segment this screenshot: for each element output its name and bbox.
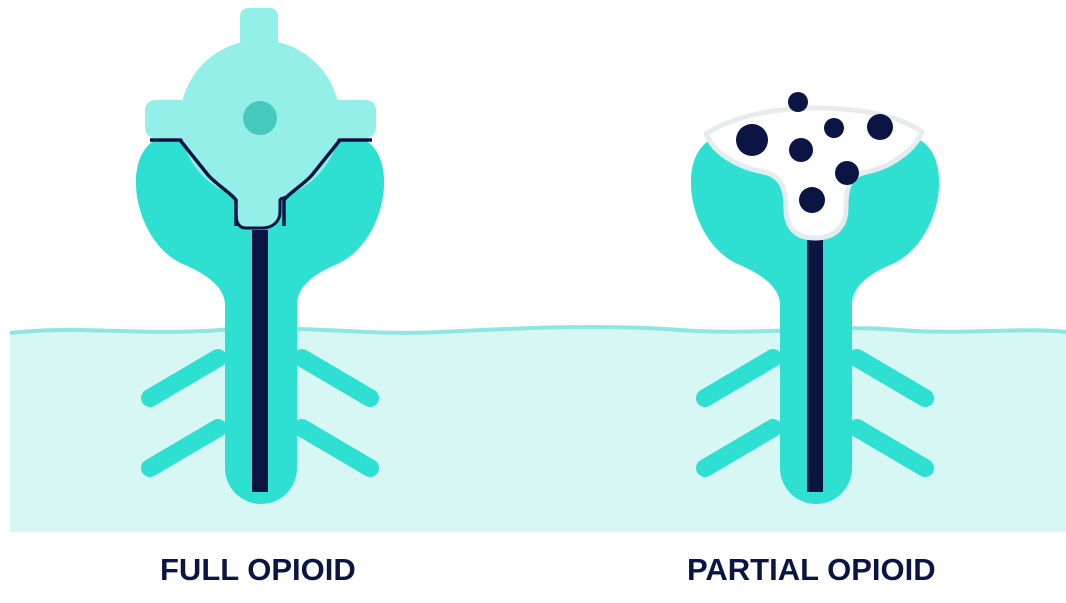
label-partial-opioid: PARTIAL OPIOID <box>687 552 936 588</box>
molecule-dot <box>867 114 893 140</box>
molecule-dot <box>788 92 808 112</box>
molecule-dot <box>835 161 859 185</box>
membrane-region <box>10 327 1066 532</box>
molecule-dot <box>789 138 813 162</box>
label-full-opioid: FULL OPIOID <box>160 552 356 588</box>
molecule-dot <box>736 124 768 156</box>
diagram-canvas <box>0 0 1066 540</box>
molecule-dot <box>824 118 844 138</box>
molecule-dot <box>799 187 825 213</box>
active-site-dot <box>243 101 277 135</box>
